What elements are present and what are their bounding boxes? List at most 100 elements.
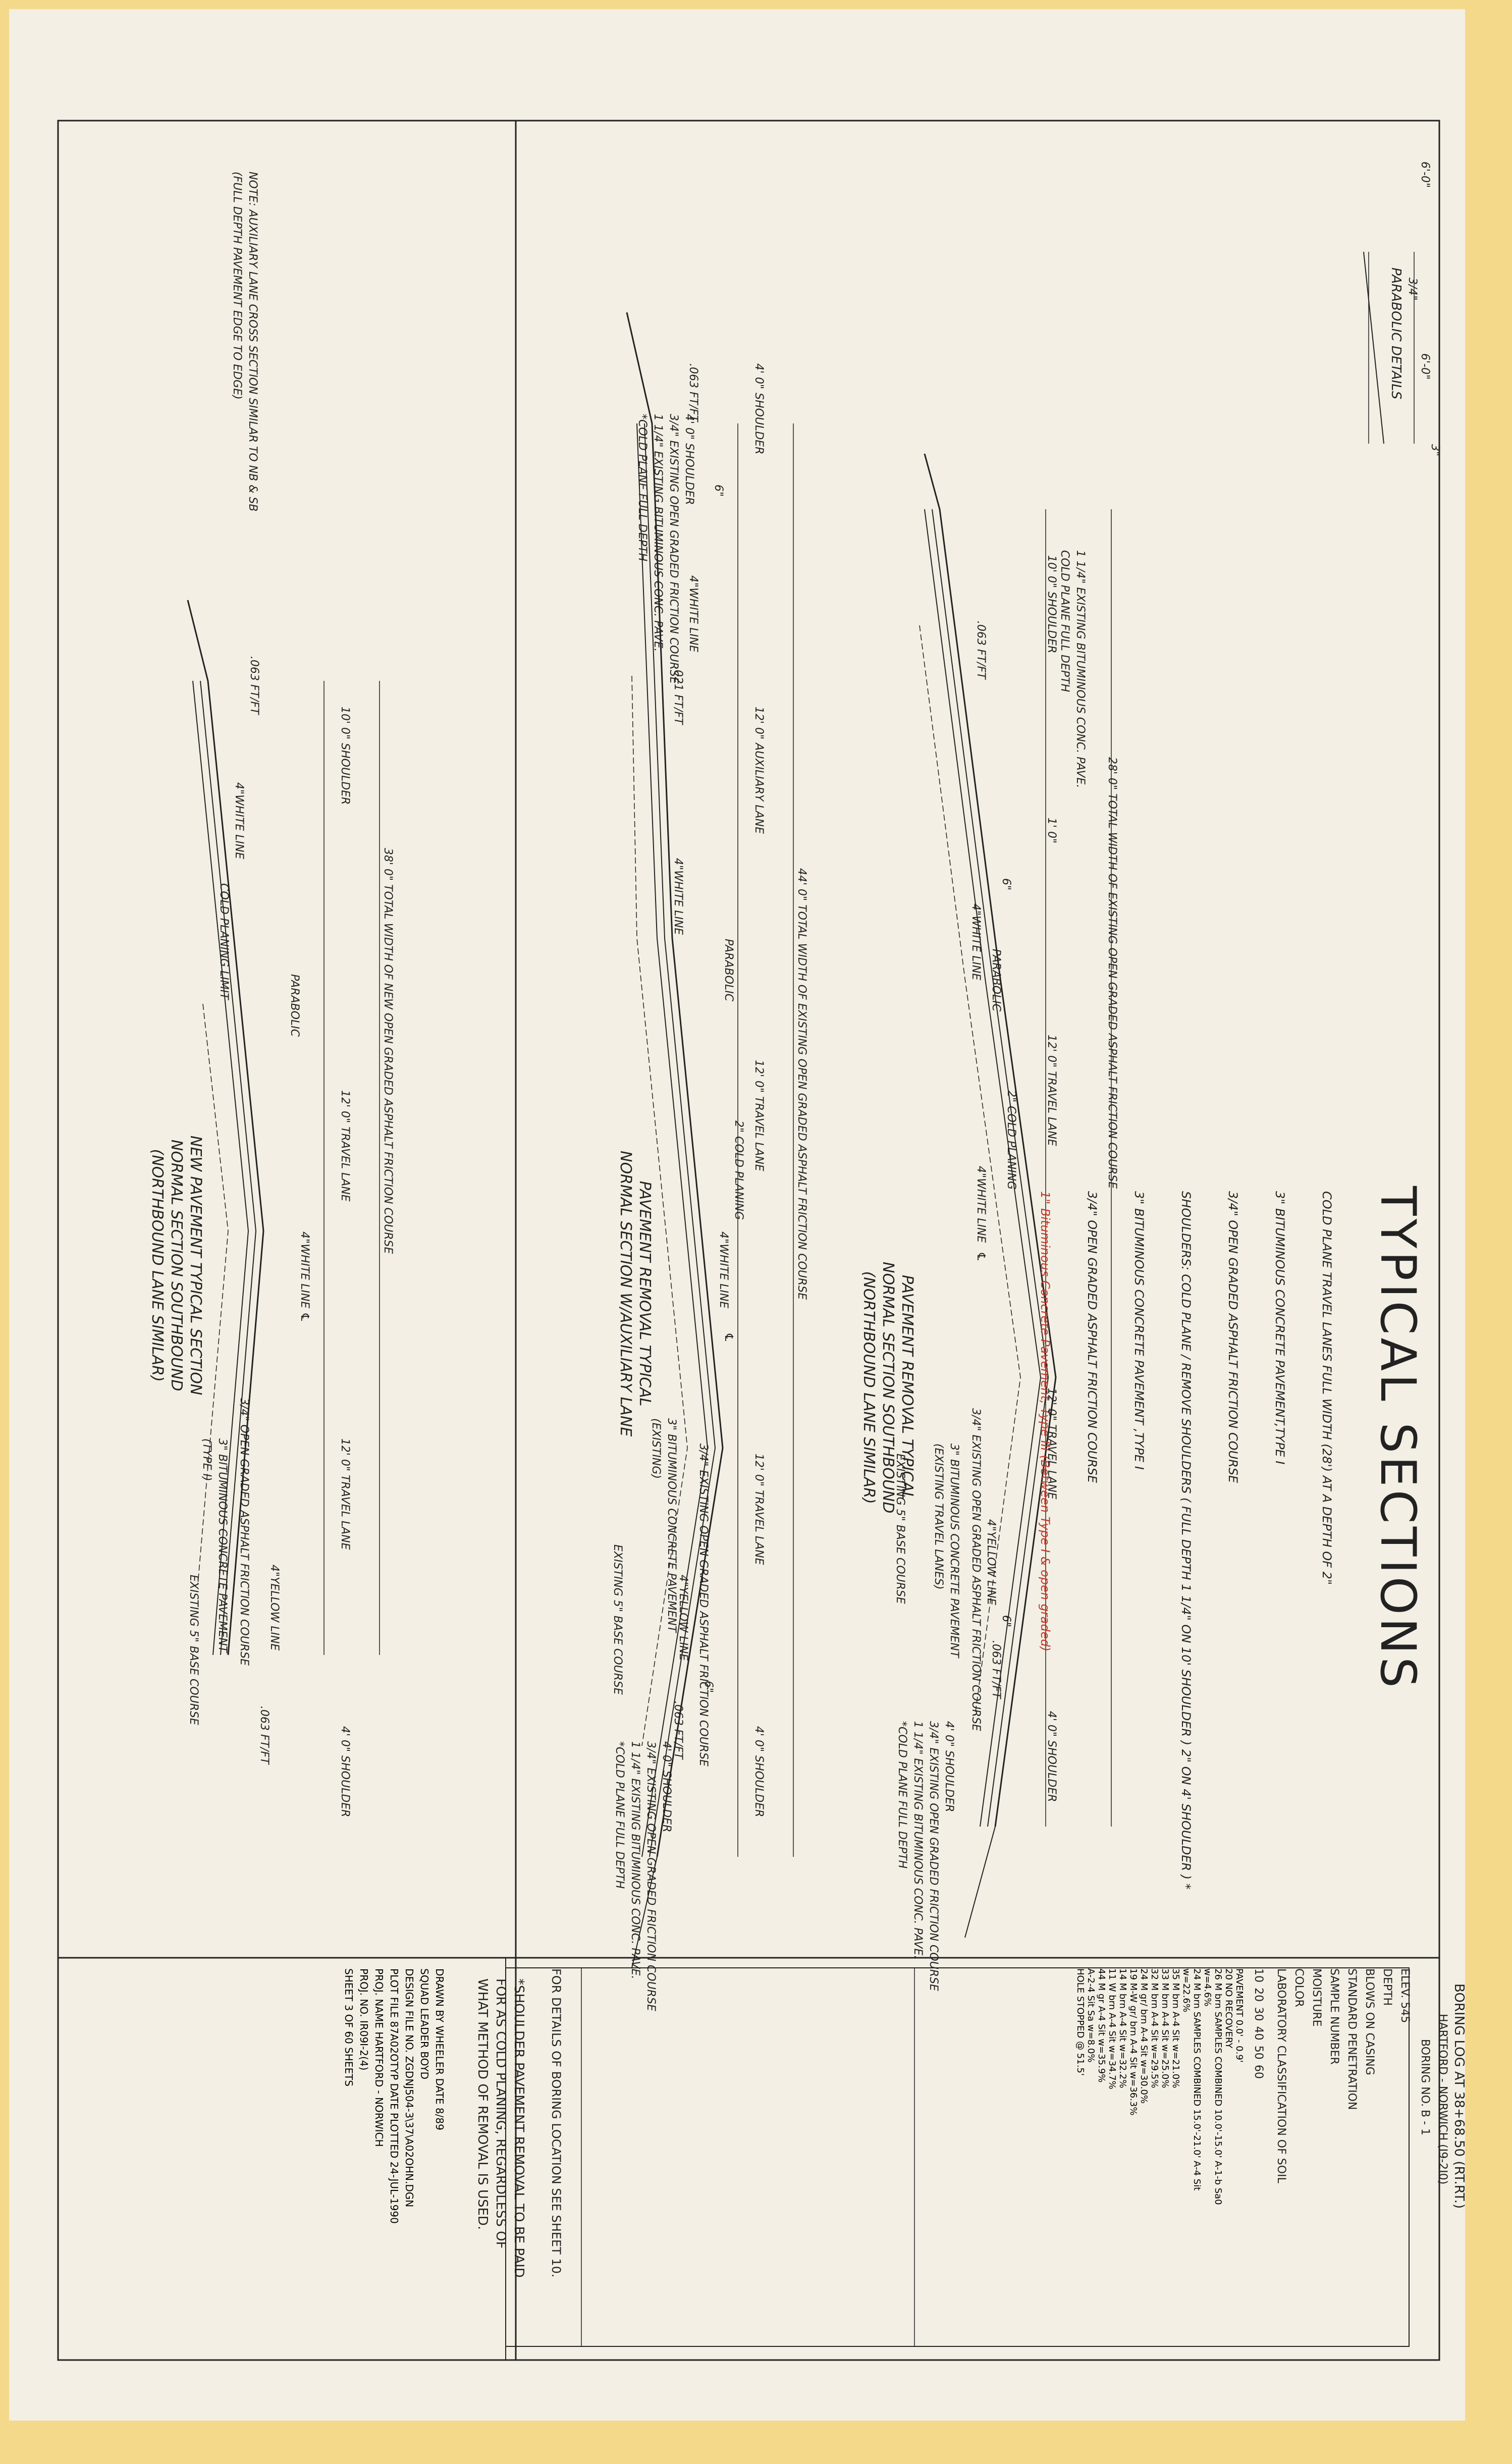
- section1-dim-shoulder-right: 4' 0" SHOULDER: [1045, 1711, 1058, 1802]
- section3-centerline: ℄: [298, 1312, 311, 1322]
- parabolic-edge: 3": [1429, 444, 1441, 457]
- parabolic-dim-left: 6'-0": [1419, 162, 1431, 188]
- section3-pavement: [187, 600, 380, 1655]
- depth-tick: 10: [1252, 1968, 1265, 1983]
- boring-log-grid: [505, 1967, 1410, 2347]
- boring-depth-ticks: 10 20 30 40 50 60: [1252, 1968, 1265, 2221]
- boring-footer: FOR DETAILS OF BORING LOCATION SEE SHEET…: [549, 1968, 563, 2278]
- title-block-sheet: SHEET 3 OF 60 SHEETS: [343, 1968, 355, 2086]
- boring-row: 24 M brn SAMPLES COMBINED 15.0'-21.0' A-…: [1181, 1968, 1202, 2191]
- section3-dim-travel-lane-2: 12' 0" TRAVEL LANE: [339, 1438, 351, 1550]
- section1-cold-planing: 2" COLD PLANING: [1005, 1090, 1017, 1190]
- section1-six-in-left: 6": [1000, 878, 1012, 891]
- depth-tick: 40: [1252, 2026, 1265, 2041]
- section1-existing-left: 1 1/4" EXISTING BITUMINOUS CONC. PAVE. C…: [1058, 550, 1087, 788]
- boring-col-penetration: STANDARD PENETRATION: [1345, 1968, 1358, 2110]
- note-line-3: 3/4" OPEN GRADED ASPHALT FRICTION COURSE: [1226, 1191, 1240, 1483]
- section2-dim-travel-lane-1: 12' 0" TRAVEL LANE: [752, 1060, 765, 1171]
- tape-strip-bottom: [0, 2421, 1512, 2464]
- section1-parabolic: PARABOLIC: [990, 949, 1002, 1012]
- section1-dim-travel-lane-2: 12' 0" TRAVEL LANE: [1045, 1388, 1058, 1499]
- section2-dim-shoulder-left: 4' 0" SHOULDER: [752, 363, 765, 455]
- section2-white-line-left: 4"WHITE LINE: [687, 575, 699, 653]
- boring-col-moisture: MOISTURE: [1310, 1968, 1323, 2027]
- boring-row: 26 M brn SAMPLES COMBINED 10.0'-15.0' A-…: [1202, 1968, 1223, 2205]
- boring-row: 35 M brn A-4 Sit w=21.0%: [1170, 1968, 1181, 2088]
- boring-row: 33 M brn A-4 Sit w=25.0%: [1160, 1968, 1170, 2088]
- boring-row: 11 W brn A-4 Sit w=34.7%: [1107, 1968, 1117, 2090]
- depth-tick: 30: [1252, 2007, 1265, 2021]
- tape-strip-left: [0, 0, 9, 2464]
- boring-row: PAVEMENT 0.0' - 0.9': [1234, 1968, 1245, 2063]
- section1-white-line-left: 4"WHITE LINE: [969, 903, 982, 981]
- section3-cold-planing-limit: COLD PLANING LIMIT: [218, 883, 230, 1000]
- section2-dim-travel-lane-2: 12' 0" TRAVEL LANE: [752, 1454, 765, 1565]
- section3-yellow-line: 4"YELLOW LINE: [268, 1565, 281, 1651]
- boring-row: 19 M-W gr/ brn A-4 Sit w=36.3%: [1128, 1968, 1139, 2116]
- section2-centerline: ℄: [722, 1332, 735, 1343]
- section1-right-notes: 4' 0" SHOULDER 3/4" EXISTING OPEN GRADED…: [896, 1721, 955, 1991]
- title-block: DRAWN BY WHEELER DATE 8/89 SQUAD LEADER …: [341, 1968, 447, 2231]
- note-line-6: 3/4" OPEN GRADED ASPHALT FRICTION COURSE: [1085, 1191, 1099, 1483]
- boring-log-title: BORING LOG AT 38+68.50 (RT.RT.): [1451, 1984, 1467, 2209]
- boring-row: 20 NO RECOVERY: [1223, 1968, 1234, 2049]
- section1-dim-one-foot: 1' 0": [1045, 818, 1058, 844]
- boring-row: 32 M brn A-4 Sit w=29.5%: [1149, 1968, 1160, 2088]
- boring-col-classification: LABORATORY CLASSIFICATION OF SOIL: [1275, 1968, 1287, 2183]
- section1-six-in-right: 6": [1000, 1615, 1012, 1628]
- section3-base-course: EXISTING 5" BASE COURSE: [187, 1575, 200, 1725]
- section3-parabolic: PARABOLIC: [288, 974, 301, 1037]
- section2-six-in-right: 6": [702, 1681, 715, 1693]
- section1-bit-conc: 3" BITUMINOUS CONCRETE PAVEMENT (EXISTIN…: [932, 1443, 960, 1658]
- boring-row: 24 M gr/ brn A-4 Sit w=30.0%: [1139, 1968, 1149, 2104]
- section1-white-line-center: 4"WHITE LINE: [975, 1166, 987, 1243]
- section2-cold-planing: 2" COLD PLANING: [732, 1120, 745, 1220]
- parabolic-dim-right: 6'-0": [1419, 353, 1431, 380]
- section3-slope-right: .063 FT/FT: [258, 1706, 271, 1764]
- depth-tick: 20: [1252, 1988, 1265, 2002]
- boring-no-label: BORING NO.: [1419, 2039, 1431, 2107]
- title-block-plot-file: PLOT FILE 87A02OTYP DATE PLOTTED 24-JUL-…: [388, 1968, 400, 2224]
- title-block-squad-leader: SQUAD LEADER BOYD: [418, 1968, 430, 2079]
- section2-six-in: 6": [712, 485, 725, 497]
- section1-yellow-line: 4"YELLOW LINE: [985, 1519, 997, 1605]
- boring-row: A-2-4 Sit Sa w=8.0%: [1086, 1968, 1096, 2063]
- section3-dim-shoulder-right: 4' 0" SHOULDER: [339, 1726, 351, 1817]
- section3-white-line-center: 4"WHITE LINE: [298, 1231, 311, 1309]
- section-lines: [58, 121, 1439, 2360]
- section2-pavement: [626, 312, 794, 1968]
- tape-strip-right: [1465, 0, 1512, 2464]
- boring-col-blows: BLOWS ON CASING: [1363, 1968, 1376, 2075]
- section3-dim-travel-lane-1: 12' 0" TRAVEL LANE: [339, 1090, 351, 1202]
- notes-block: COLD PLANE TRAVEL LANES FULL WIDTH (28')…: [1006, 1191, 1366, 1890]
- boring-rows: PAVEMENT 0.0' - 0.9' 20 NO RECOVERY 26 M…: [1075, 1968, 1245, 2231]
- section2-aux-slope: .021 FT/FT: [672, 666, 684, 725]
- parabolic-detail-title: PARABOLIC DETAILS: [1388, 267, 1403, 400]
- title-block-proj-no: PROJ. NO. IR09I-2(4): [358, 1968, 370, 2071]
- section3-open-graded: 3/4" OPEN GRADED ASPHALT FRICTION COURSE: [238, 1398, 250, 1666]
- note-line-1: COLD PLANE TRAVEL LANES FULL WIDTH (28')…: [1320, 1191, 1334, 1585]
- section1-dim-travel-lane-1: 12' 0" TRAVEL LANE: [1045, 1035, 1058, 1146]
- parabolic-detail-drawing: [1363, 251, 1415, 444]
- section2-slope-left: .063 FT/FT: [687, 363, 699, 422]
- section1-slope-right: .063 FT/FT: [990, 1640, 1002, 1699]
- note-line-5: 3" BITUMINOUS CONCRETE PAVEMENT ,TYPE I: [1132, 1191, 1146, 1470]
- tape-strip-top: [0, 0, 1512, 9]
- boring-log-subtitle: HARTFORD - NORWICH (I9-2I0): [1436, 2014, 1449, 2185]
- section3-bit-conc: 3" BITUMINOUS CONCRETE PAVEMENT (TYPE I): [200, 1438, 229, 1653]
- parabolic-crown: 3/4": [1406, 278, 1419, 301]
- title-block-proj-name: PROJ. NAME HARTFORD - NORWICH: [373, 1968, 385, 2147]
- section1-caption: PAVEMENT REMOVAL TYPICAL NORMAL SECTION …: [860, 1262, 916, 1514]
- title-block-design-file: DESIGN FILE NO. ZGDNJ504-3\37\A02OHN.DGN: [403, 1968, 415, 2208]
- section2-parabolic: PARABOLIC: [722, 939, 735, 1002]
- section3-white-line-left: 4"WHITE LINE: [233, 782, 245, 860]
- boring-elev: ELEV. 545: [1398, 1968, 1411, 2023]
- boring-row: 14 M brn A-4 Sit w=32.2%: [1117, 1968, 1128, 2088]
- boring-col-depth: DEPTH: [1381, 1968, 1393, 2006]
- section3-aux-note: NOTE: AUXILIARY LANE CROSS SECTION SIMIL…: [231, 172, 259, 512]
- note-line-4: SHOULDERS: COLD PLANE / REMOVE SHOULDERS…: [1179, 1191, 1193, 1890]
- section3-caption: NEW PAVEMENT TYPICAL SECTION NORMAL SECT…: [148, 1136, 204, 1396]
- title-block-drawn-by: DRAWN BY WHEELER DATE 8/89: [434, 1968, 446, 2130]
